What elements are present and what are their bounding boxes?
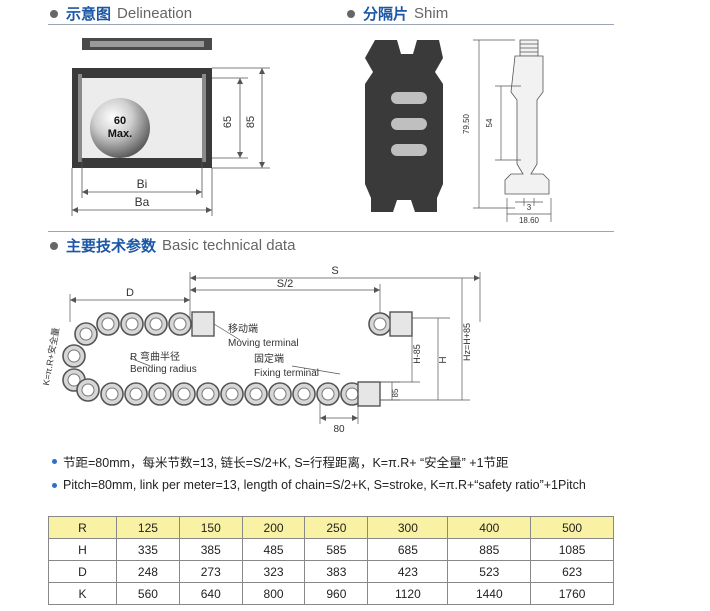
table-cell: 385 bbox=[178, 538, 243, 561]
chain-drawing: D S S/2 K=π.R+安全量 移动端 Moving terminal R … bbox=[40, 265, 481, 435]
side-link bbox=[368, 311, 413, 337]
section-title-en: Shim bbox=[414, 5, 449, 22]
h-85-label: H-85 bbox=[412, 344, 422, 364]
shim-drawing: 79.50 54 3 18.60 bbox=[365, 39, 552, 225]
moving-terminal-en: Moving terminal bbox=[228, 338, 299, 349]
table-cell: K bbox=[48, 582, 117, 605]
section-header-delineation: 示意图 Delineation bbox=[50, 3, 192, 24]
dim-18-label: 18.60 bbox=[519, 216, 540, 225]
table-cell: 560 bbox=[116, 582, 180, 605]
s-label: S bbox=[331, 265, 338, 277]
table-cell: 400 bbox=[447, 516, 532, 539]
bullet-icon bbox=[52, 482, 57, 488]
table-row-r: R 125 150 200 250 300 400 500 bbox=[48, 516, 614, 539]
table-cell: 640 bbox=[178, 582, 243, 605]
table-cell: 323 bbox=[241, 560, 306, 583]
table-cell: 383 bbox=[304, 560, 369, 583]
s2-label: S/2 bbox=[277, 278, 294, 290]
table-row-h: H 335 385 485 585 685 885 1085 bbox=[48, 538, 614, 561]
table-cell: 800 bbox=[241, 582, 306, 605]
max-size-label: Max. bbox=[108, 128, 132, 140]
dim-85-chain-label: 85 bbox=[391, 388, 400, 397]
table-cell: 1120 bbox=[367, 582, 449, 605]
max-cable-ball bbox=[90, 98, 150, 158]
dim-85-label: 85 bbox=[245, 116, 257, 128]
fixing-terminal-cn: 固定端 bbox=[254, 352, 284, 365]
table-cell: 300 bbox=[367, 516, 449, 539]
ba-label: Ba bbox=[135, 195, 150, 209]
table-cell: 585 bbox=[304, 538, 369, 561]
table-row-d: D 248 273 323 383 423 523 623 bbox=[48, 560, 614, 583]
moving-terminal-cn: 移动端 bbox=[228, 322, 258, 335]
bullet-icon bbox=[50, 241, 58, 250]
lower-chain-run bbox=[100, 381, 381, 407]
section-header-basic: 主要技术参数 Basic technical data bbox=[50, 235, 295, 256]
table-cell: 335 bbox=[116, 538, 180, 561]
table-cell: 1760 bbox=[530, 582, 614, 605]
dim-79-label: 79.50 bbox=[462, 113, 471, 134]
table-cell: 423 bbox=[367, 560, 449, 583]
bullet-icon bbox=[347, 9, 355, 18]
hz-label: Hz=H+85 bbox=[462, 323, 472, 361]
dim-3-label: 3 bbox=[527, 203, 532, 212]
section-title-cn: 主要技术参数 bbox=[66, 238, 157, 255]
bend-arc bbox=[62, 322, 100, 402]
table-cell: 685 bbox=[367, 538, 449, 561]
table-cell: 500 bbox=[530, 516, 614, 539]
table-cell: 200 bbox=[241, 516, 306, 539]
table-cell: 523 bbox=[447, 560, 532, 583]
table-row-k: K 560 640 800 960 1120 1440 1760 bbox=[48, 582, 614, 605]
section-title-en: Basic technical data bbox=[162, 237, 296, 254]
bi-label: Bi bbox=[137, 177, 148, 191]
table-cell: R bbox=[48, 516, 117, 539]
table-cell: 1085 bbox=[530, 538, 614, 561]
table-cell: 1440 bbox=[447, 582, 532, 605]
table-cell: 125 bbox=[116, 516, 180, 539]
upper-chain-run bbox=[96, 311, 215, 337]
table-cell: 960 bbox=[304, 582, 369, 605]
section-header-shim: 分隔片 Shim bbox=[347, 3, 448, 24]
table-cell: D bbox=[48, 560, 117, 583]
section-divider bbox=[48, 24, 614, 25]
dim-80-label: 80 bbox=[333, 424, 345, 435]
table-cell: 250 bbox=[304, 516, 369, 539]
section-title-en: Delineation bbox=[117, 5, 193, 22]
note-en-text: Pitch=80mm, link per meter=13, length of… bbox=[63, 478, 586, 492]
shim-side-view bbox=[504, 39, 550, 195]
dim-65-label: 65 bbox=[222, 116, 234, 128]
table-cell: 623 bbox=[530, 560, 614, 583]
note-cn-text: 节距=80mm，每米节数=13, 链长=S/2+K, S=行程距离，K=π.R+… bbox=[63, 456, 509, 470]
table-cell: 273 bbox=[178, 560, 243, 583]
table-cell: 150 bbox=[178, 516, 243, 539]
section-title-cn: 示意图 bbox=[66, 6, 112, 23]
d-label: D bbox=[126, 287, 134, 299]
h-label: H bbox=[438, 356, 449, 363]
fixing-terminal-en: Fixing terminal bbox=[254, 368, 319, 379]
bending-radius-en: Bending radius bbox=[130, 364, 197, 375]
spec-table: R 125 150 200 250 300 400 500 H 335 385 … bbox=[48, 516, 614, 605]
bending-radius-cn: R 弯曲半径 bbox=[130, 350, 180, 363]
bullet-icon bbox=[50, 9, 58, 18]
delineation-drawing: 60 Max. 65 85 Bi Ba bbox=[71, 38, 270, 216]
section-title-cn: 分隔片 bbox=[363, 6, 409, 23]
k-formula-label: K=π.R+安全量 bbox=[40, 327, 61, 387]
table-cell: 485 bbox=[241, 538, 306, 561]
bullet-icon bbox=[52, 459, 57, 464]
table-cell: H bbox=[48, 538, 117, 561]
max-size-value: 60 bbox=[114, 115, 126, 127]
section-divider bbox=[48, 231, 614, 232]
note-cn: 节距=80mm，每米节数=13, 链长=S/2+K, S=行程距离，K=π.R+… bbox=[52, 452, 509, 471]
shim-3d-view bbox=[365, 40, 443, 212]
dim-54-label: 54 bbox=[485, 118, 494, 127]
table-cell: 248 bbox=[116, 560, 180, 583]
table-cell: 885 bbox=[447, 538, 532, 561]
top-view-link bbox=[82, 38, 212, 50]
note-en: Pitch=80mm, link per meter=13, length of… bbox=[52, 478, 586, 492]
